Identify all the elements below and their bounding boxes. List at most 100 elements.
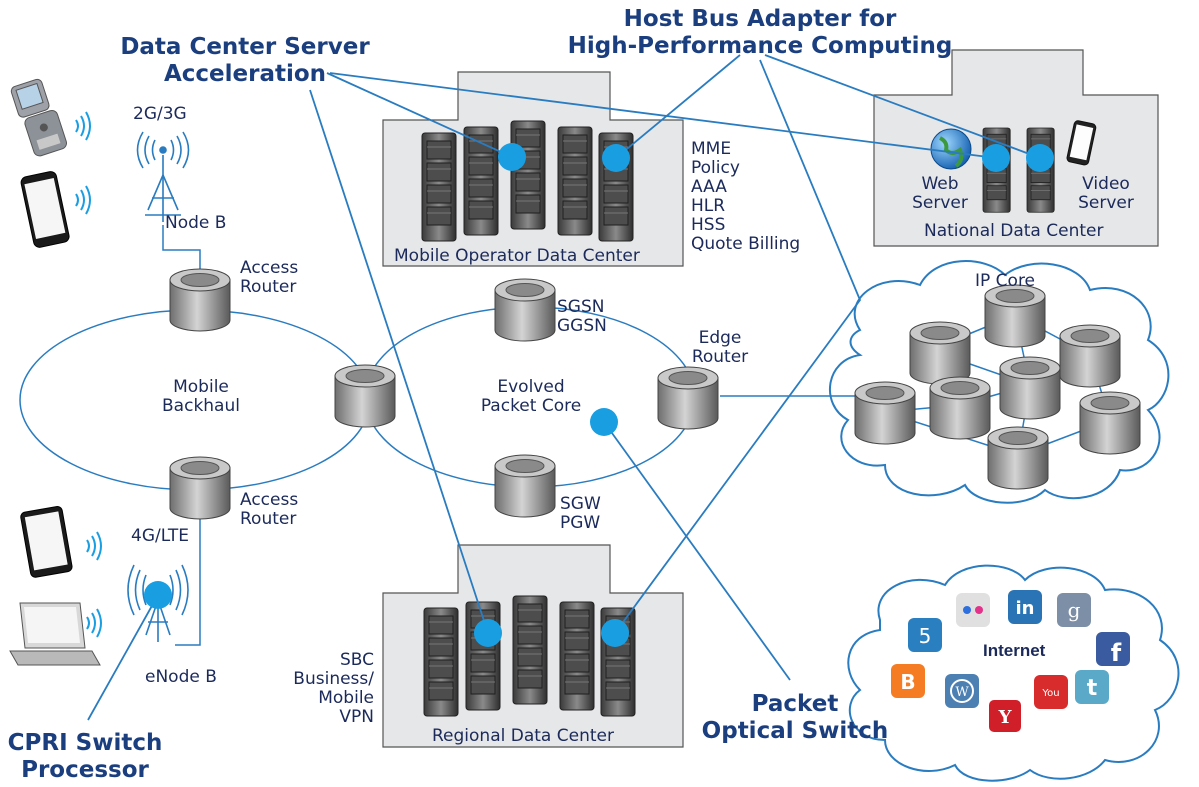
ip-core-label: IP Core (975, 271, 1036, 291)
web-server-label: Web Server (900, 175, 980, 213)
phone-icon (1066, 120, 1097, 166)
regional-services: SBC Business/ Mobile VPN (282, 651, 374, 727)
node-b-tower-icon (136, 131, 190, 222)
server-rack-icon (421, 132, 457, 242)
accel-dot (982, 144, 1010, 172)
accel-dot (498, 143, 526, 171)
regional-dc-building (382, 544, 684, 748)
smartphone-icon (20, 171, 70, 248)
ip-core-router-icon (999, 356, 1061, 420)
label-line: SGW (560, 494, 601, 514)
wordpress-icon (945, 674, 979, 708)
server-rack-icon (423, 607, 459, 717)
label-line: Server (912, 193, 968, 213)
callout-line: CPRI Switch (7, 730, 163, 756)
label-line: Access (240, 490, 299, 510)
cpri-dot (144, 581, 172, 609)
label-line: Edge (698, 328, 742, 348)
accel-dot (474, 619, 502, 647)
edge-router-icon (657, 366, 719, 430)
label-line: Backhaul (162, 396, 240, 416)
linkedin-icon (1008, 590, 1042, 624)
sgsn-ggsn-label: SGSN GGSN (557, 298, 607, 336)
gen-4g-label: 4G/LTE (131, 526, 189, 546)
svg-text:You: You (1041, 688, 1059, 699)
wireless-signal-icon (75, 111, 91, 141)
service-item: HLR (691, 196, 726, 216)
label-line: Router (240, 509, 297, 529)
callout-line: High-Performance Computing (567, 33, 953, 59)
label-line: GGSN (557, 316, 607, 336)
national-dc-label: National Data Center (924, 221, 1104, 241)
access-router-top-label: Access Router (240, 259, 298, 297)
label-line: PGW (560, 513, 601, 533)
label-line: Server (1078, 193, 1134, 213)
national-dc-building (873, 49, 1159, 247)
packet-optical-callout: Packet Optical Switch (695, 691, 895, 745)
node-b-label: Node B (165, 213, 227, 233)
callout-line: Optical Switch (701, 718, 889, 744)
server-rack-icon (510, 120, 546, 230)
mobile-operator-dc-label: Mobile Operator Data Center (394, 246, 640, 266)
label-line: Router (240, 277, 297, 297)
sgsn-router-icon (494, 278, 556, 342)
service-item: VPN (339, 707, 374, 727)
youtube-icon (1034, 675, 1068, 709)
regional-dc-label: Regional Data Center (432, 726, 614, 746)
blogger-square-icon (908, 618, 942, 652)
svg-text:B: B (900, 670, 915, 694)
hba-dot (1026, 144, 1054, 172)
wireless-signal-icon (86, 608, 102, 638)
wireless-signal-icon (75, 185, 91, 215)
callout-line: Data Center Server (120, 34, 370, 60)
ip-core-router-icon (909, 321, 971, 385)
ip-core-router-icon (929, 376, 991, 440)
label-line: Mobile (173, 377, 229, 397)
data-center-accel-callout: Data Center Server Acceleration (115, 34, 375, 88)
globe-icon (930, 128, 972, 170)
service-item: Business/ (293, 669, 374, 689)
ip-core-router-icon (984, 284, 1046, 348)
internet-app-icons: 5 in g f B W You t Y (891, 590, 1130, 732)
gen-2g3g-label: 2G/3G (133, 104, 187, 124)
ip-core-router-icon (987, 426, 1049, 490)
host-bus-adapter-callout: Host Bus Adapter for High-Performance Co… (565, 6, 955, 60)
flip-phone-icon (10, 78, 67, 157)
service-item: Mobile (318, 688, 374, 708)
internet-label: Internet (983, 641, 1046, 660)
sgw-router-icon (494, 454, 556, 518)
wireless-signal-icon (86, 531, 102, 561)
core-router-icon (334, 364, 396, 428)
enode-b-label: eNode B (145, 667, 217, 687)
mobile-operator-services: MME Policy AAA HLR HSS Quote Billing (691, 140, 800, 254)
service-item: SBC (339, 650, 374, 670)
cpri-switch-callout: CPRI Switch Processor (0, 730, 170, 784)
label-line: Web (921, 174, 959, 194)
access-router-bottom-label: Access Router (240, 491, 298, 529)
callout-lines (87, 54, 1041, 721)
blogger-icon (891, 664, 925, 698)
label-line: Packet Core (480, 396, 582, 416)
label-line: Evolved (497, 377, 565, 397)
svg-text:W: W (955, 685, 969, 700)
edge-router-label: Edge Router (680, 329, 760, 367)
label-line: SGSN (557, 297, 605, 317)
svg-text:5: 5 (919, 624, 932, 648)
label-line: Access (240, 258, 299, 278)
evolved-packet-core-label: Evolved Packet Core (466, 378, 596, 416)
video-server-label: Video Server (1066, 175, 1146, 213)
callout-line: Processor (21, 757, 149, 783)
svg-text:g: g (1068, 598, 1081, 622)
laptop-icon (9, 602, 101, 666)
service-item: AAA (691, 177, 727, 197)
google-icon (1057, 593, 1091, 627)
ip-core-router-icon (1059, 324, 1121, 388)
packet-optical-dot (590, 408, 618, 436)
callout-line: Host Bus Adapter for (623, 6, 897, 32)
server-rack-icon (557, 126, 593, 236)
mobile-operator-dc-building (382, 71, 684, 267)
mobile-backhaul-label: Mobile Backhaul (146, 378, 256, 416)
twitter-icon (1075, 670, 1109, 704)
service-item: Policy (691, 158, 740, 178)
